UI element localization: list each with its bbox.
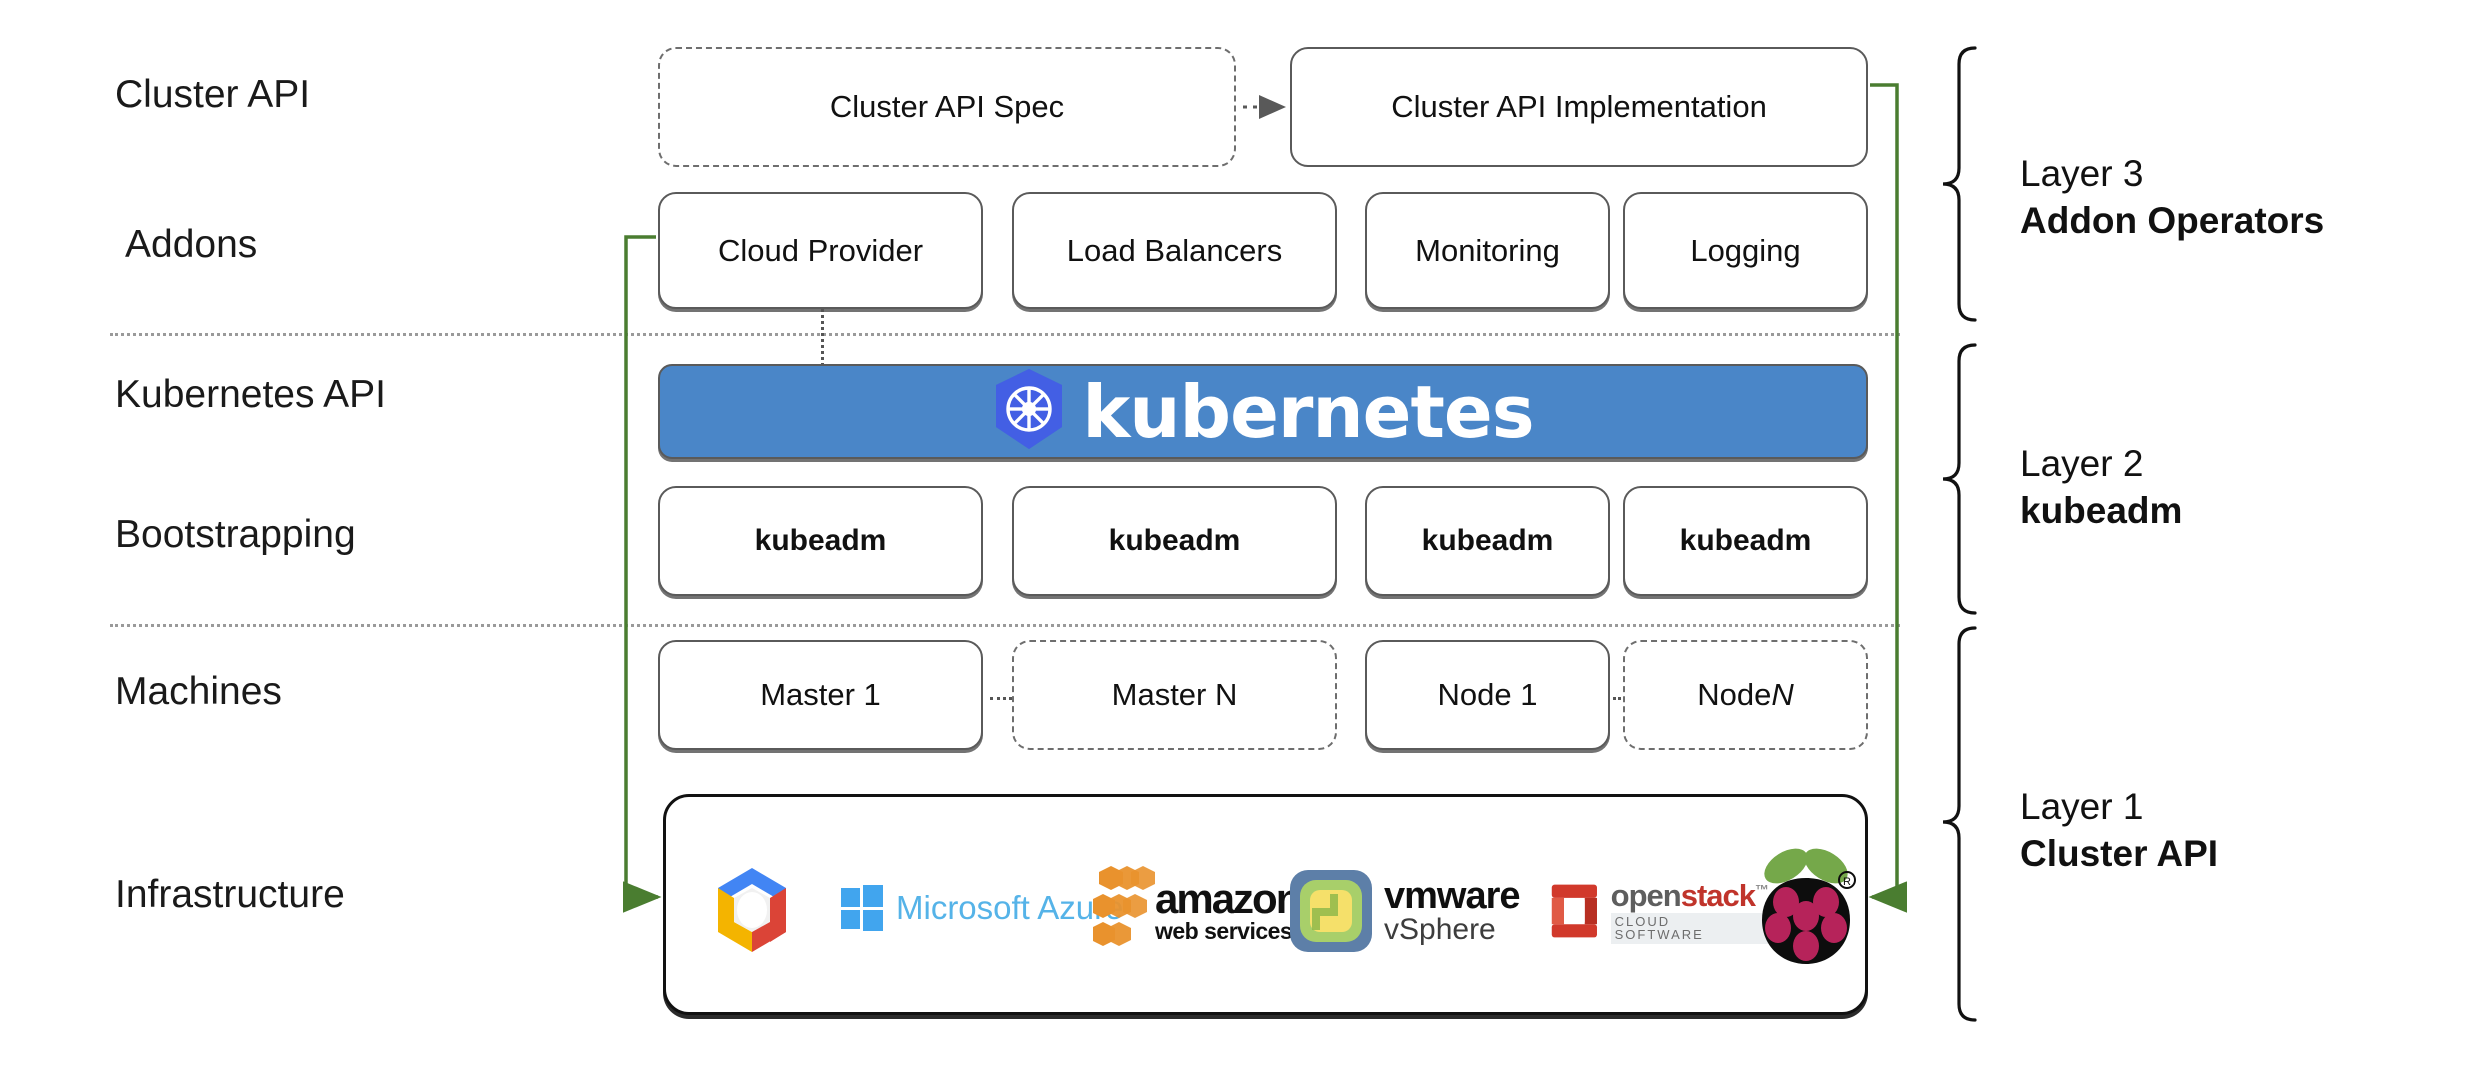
layer-label-1-line1: Layer 1	[2020, 786, 2144, 827]
box-machine-master-1[interactable]: Master 1	[658, 640, 983, 750]
raspberry-pi-icon: R	[1762, 848, 1856, 964]
kubernetes-wordmark: kubernetes	[1082, 369, 1534, 454]
layer-label-3-line2: Addon Operators	[2020, 200, 2325, 242]
connector-cloud-provider-to-kubernetes	[821, 309, 824, 366]
connector-master1-to-masterN	[990, 697, 1012, 700]
connector-node1-to-nodeN	[1613, 697, 1627, 700]
amazon-label: amazon	[1155, 874, 1301, 922]
layer-label-3-line1: Layer 3	[2020, 153, 2144, 194]
wire-cloud-provider-to-infrastructure	[623, 235, 662, 913]
logo-raspberry-pi: R	[1748, 842, 1868, 972]
logo-vmware-vsphere: vmware vSphere	[1288, 862, 1533, 960]
row-label-addons: Addons	[125, 223, 258, 266]
logo-google-cloud-platform	[700, 855, 810, 965]
box-machine-master-n[interactable]: Master N	[1012, 640, 1337, 750]
logo-openstack: openstack™ CLOUD SOFTWARE	[1548, 872, 1769, 952]
microsoft-azure-label: Microsoft Azure	[896, 889, 1124, 926]
layer-label-1-line2: Cluster API	[2020, 833, 2219, 875]
amazon-web-services-icon	[1093, 866, 1155, 946]
box-addon-cloud-provider[interactable]: Cloud Provider	[658, 192, 983, 309]
logo-microsoft-azure: Microsoft Azure	[838, 880, 1128, 936]
microsoft-azure-icon	[841, 885, 883, 931]
layer-label-3: Layer 3 Addon Operators	[2020, 150, 2324, 245]
google-cloud-platform-icon	[718, 868, 786, 952]
box-kubeadm-4[interactable]: kubeadm	[1623, 486, 1868, 596]
row-label-machines: Machines	[115, 670, 282, 713]
box-cluster-api-implementation[interactable]: Cluster API Implementation	[1290, 47, 1868, 167]
svg-text:R: R	[1843, 876, 1851, 888]
box-cluster-api-spec[interactable]: Cluster API Spec	[658, 47, 1236, 167]
section-divider-addons-k8s	[110, 333, 1900, 336]
box-kubeadm-1[interactable]: kubeadm	[658, 486, 983, 596]
openstack-icon	[1551, 884, 1597, 938]
layer-label-2-line2: kubeadm	[2020, 490, 2183, 532]
box-machine-node-n-index: N	[1771, 677, 1794, 712]
layer-label-2-line1: Layer 2	[2020, 443, 2144, 484]
brace-layer-1	[1942, 626, 1977, 1022]
vsphere-label: vSphere	[1384, 913, 1496, 946]
logo-amazon-web-services: amazon web services	[1093, 858, 1303, 962]
box-addon-load-balancers[interactable]: Load Balancers	[1012, 192, 1337, 309]
openstack-sublabel: CLOUD SOFTWARE	[1610, 912, 1768, 944]
layer-label-2: Layer 2 kubeadm	[2020, 440, 2182, 535]
box-addon-logging[interactable]: Logging	[1623, 192, 1868, 309]
brace-layer-3	[1942, 46, 1977, 322]
wire-implementation-to-infrastructure	[1868, 83, 1907, 913]
brace-layer-2	[1942, 343, 1977, 615]
box-machine-node-n[interactable]: Node N	[1623, 640, 1868, 750]
openstack-label-open: open	[1610, 878, 1682, 914]
box-kubeadm-2[interactable]: kubeadm	[1012, 486, 1337, 596]
vmware-vsphere-icon	[1290, 870, 1372, 952]
kubernetes-helm-wheel-icon	[992, 367, 1066, 456]
box-machine-node-n-label: Node	[1697, 677, 1772, 712]
box-machine-node-1[interactable]: Node 1	[1365, 640, 1610, 750]
row-label-bootstrapping: Bootstrapping	[115, 513, 356, 556]
row-label-kubernetes-api: Kubernetes API	[115, 373, 387, 416]
banner-kubernetes[interactable]: kubernetes	[658, 364, 1868, 459]
vmware-label: vmware	[1384, 875, 1521, 917]
layer-label-1: Layer 1 Cluster API	[2020, 783, 2218, 878]
row-label-cluster-api: Cluster API	[115, 73, 311, 116]
box-kubeadm-3[interactable]: kubeadm	[1365, 486, 1610, 596]
amazon-sublabel: web services	[1155, 917, 1293, 944]
openstack-label-stack: stack	[1680, 878, 1756, 914]
box-addon-monitoring[interactable]: Monitoring	[1365, 192, 1610, 309]
section-divider-bootstrap-machines	[110, 624, 1900, 627]
row-label-infrastructure: Infrastructure	[115, 873, 345, 916]
